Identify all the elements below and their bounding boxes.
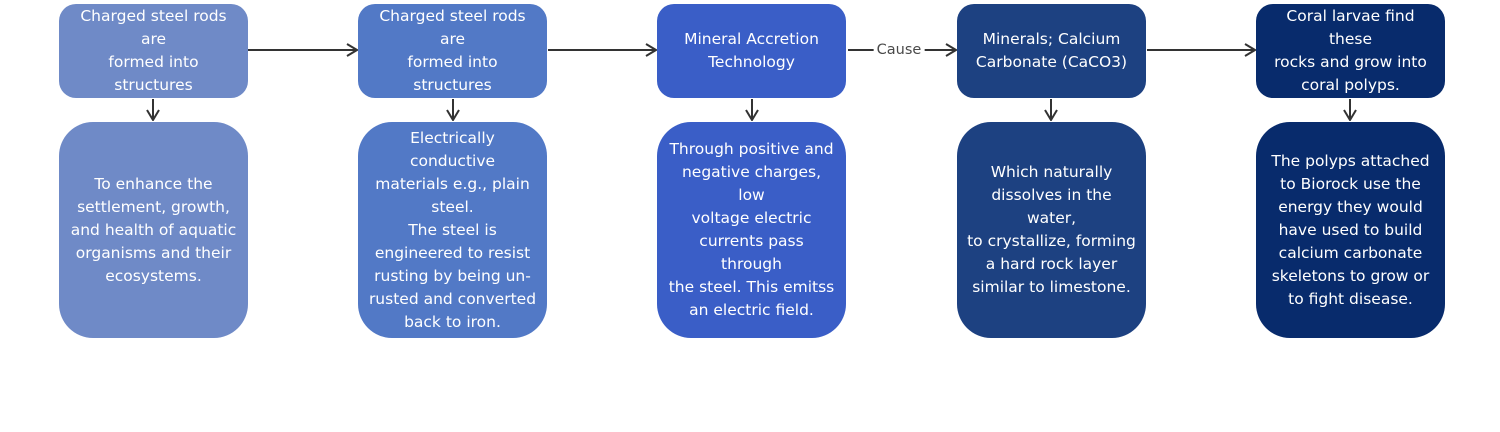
- step-1-detail-text: To enhance the settlement, growth, and h…: [70, 174, 237, 285]
- step-5-detail-text: The polyps attached to Biorock use the e…: [1271, 151, 1430, 308]
- step-3-detail-text: Through positive and negative charges, l…: [668, 140, 835, 319]
- step-5-node: Coral larvae find these rocks and grow i…: [1256, 4, 1445, 98]
- step-1-node: Charged steel rods are formed into struc…: [59, 4, 248, 98]
- step-3-label: Mineral Accretion Technology: [684, 30, 819, 71]
- step-4-node: Minerals; Calcium Carbonate (CaCO3): [957, 4, 1146, 98]
- step-1-detail-node: To enhance the settlement, growth, and h…: [59, 122, 248, 338]
- step-5-detail-node: The polyps attached to Biorock use the e…: [1256, 122, 1445, 338]
- step-2-node: Charged steel rods are formed into struc…: [358, 4, 547, 98]
- cause-edge-label: Cause: [873, 42, 925, 58]
- step-4-detail-text: Which naturally dissolves in the water, …: [967, 163, 1136, 296]
- step-4-label: Minerals; Calcium Carbonate (CaCO3): [975, 30, 1128, 71]
- step-5-label: Coral larvae find these rocks and grow i…: [1274, 7, 1427, 94]
- step-2-label: Charged steel rods are formed into struc…: [379, 7, 526, 94]
- step-1-label: Charged steel rods are formed into struc…: [80, 7, 227, 94]
- step-4-detail-node: Which naturally dissolves in the water, …: [957, 122, 1146, 338]
- step-2-detail-text: Electrically conductive materials e.g., …: [368, 128, 537, 331]
- step-2-detail-node: Electrically conductive materials e.g., …: [358, 122, 547, 338]
- step-3-node: Mineral Accretion Technology: [657, 4, 846, 98]
- step-3-detail-node: Through positive and negative charges, l…: [657, 122, 846, 338]
